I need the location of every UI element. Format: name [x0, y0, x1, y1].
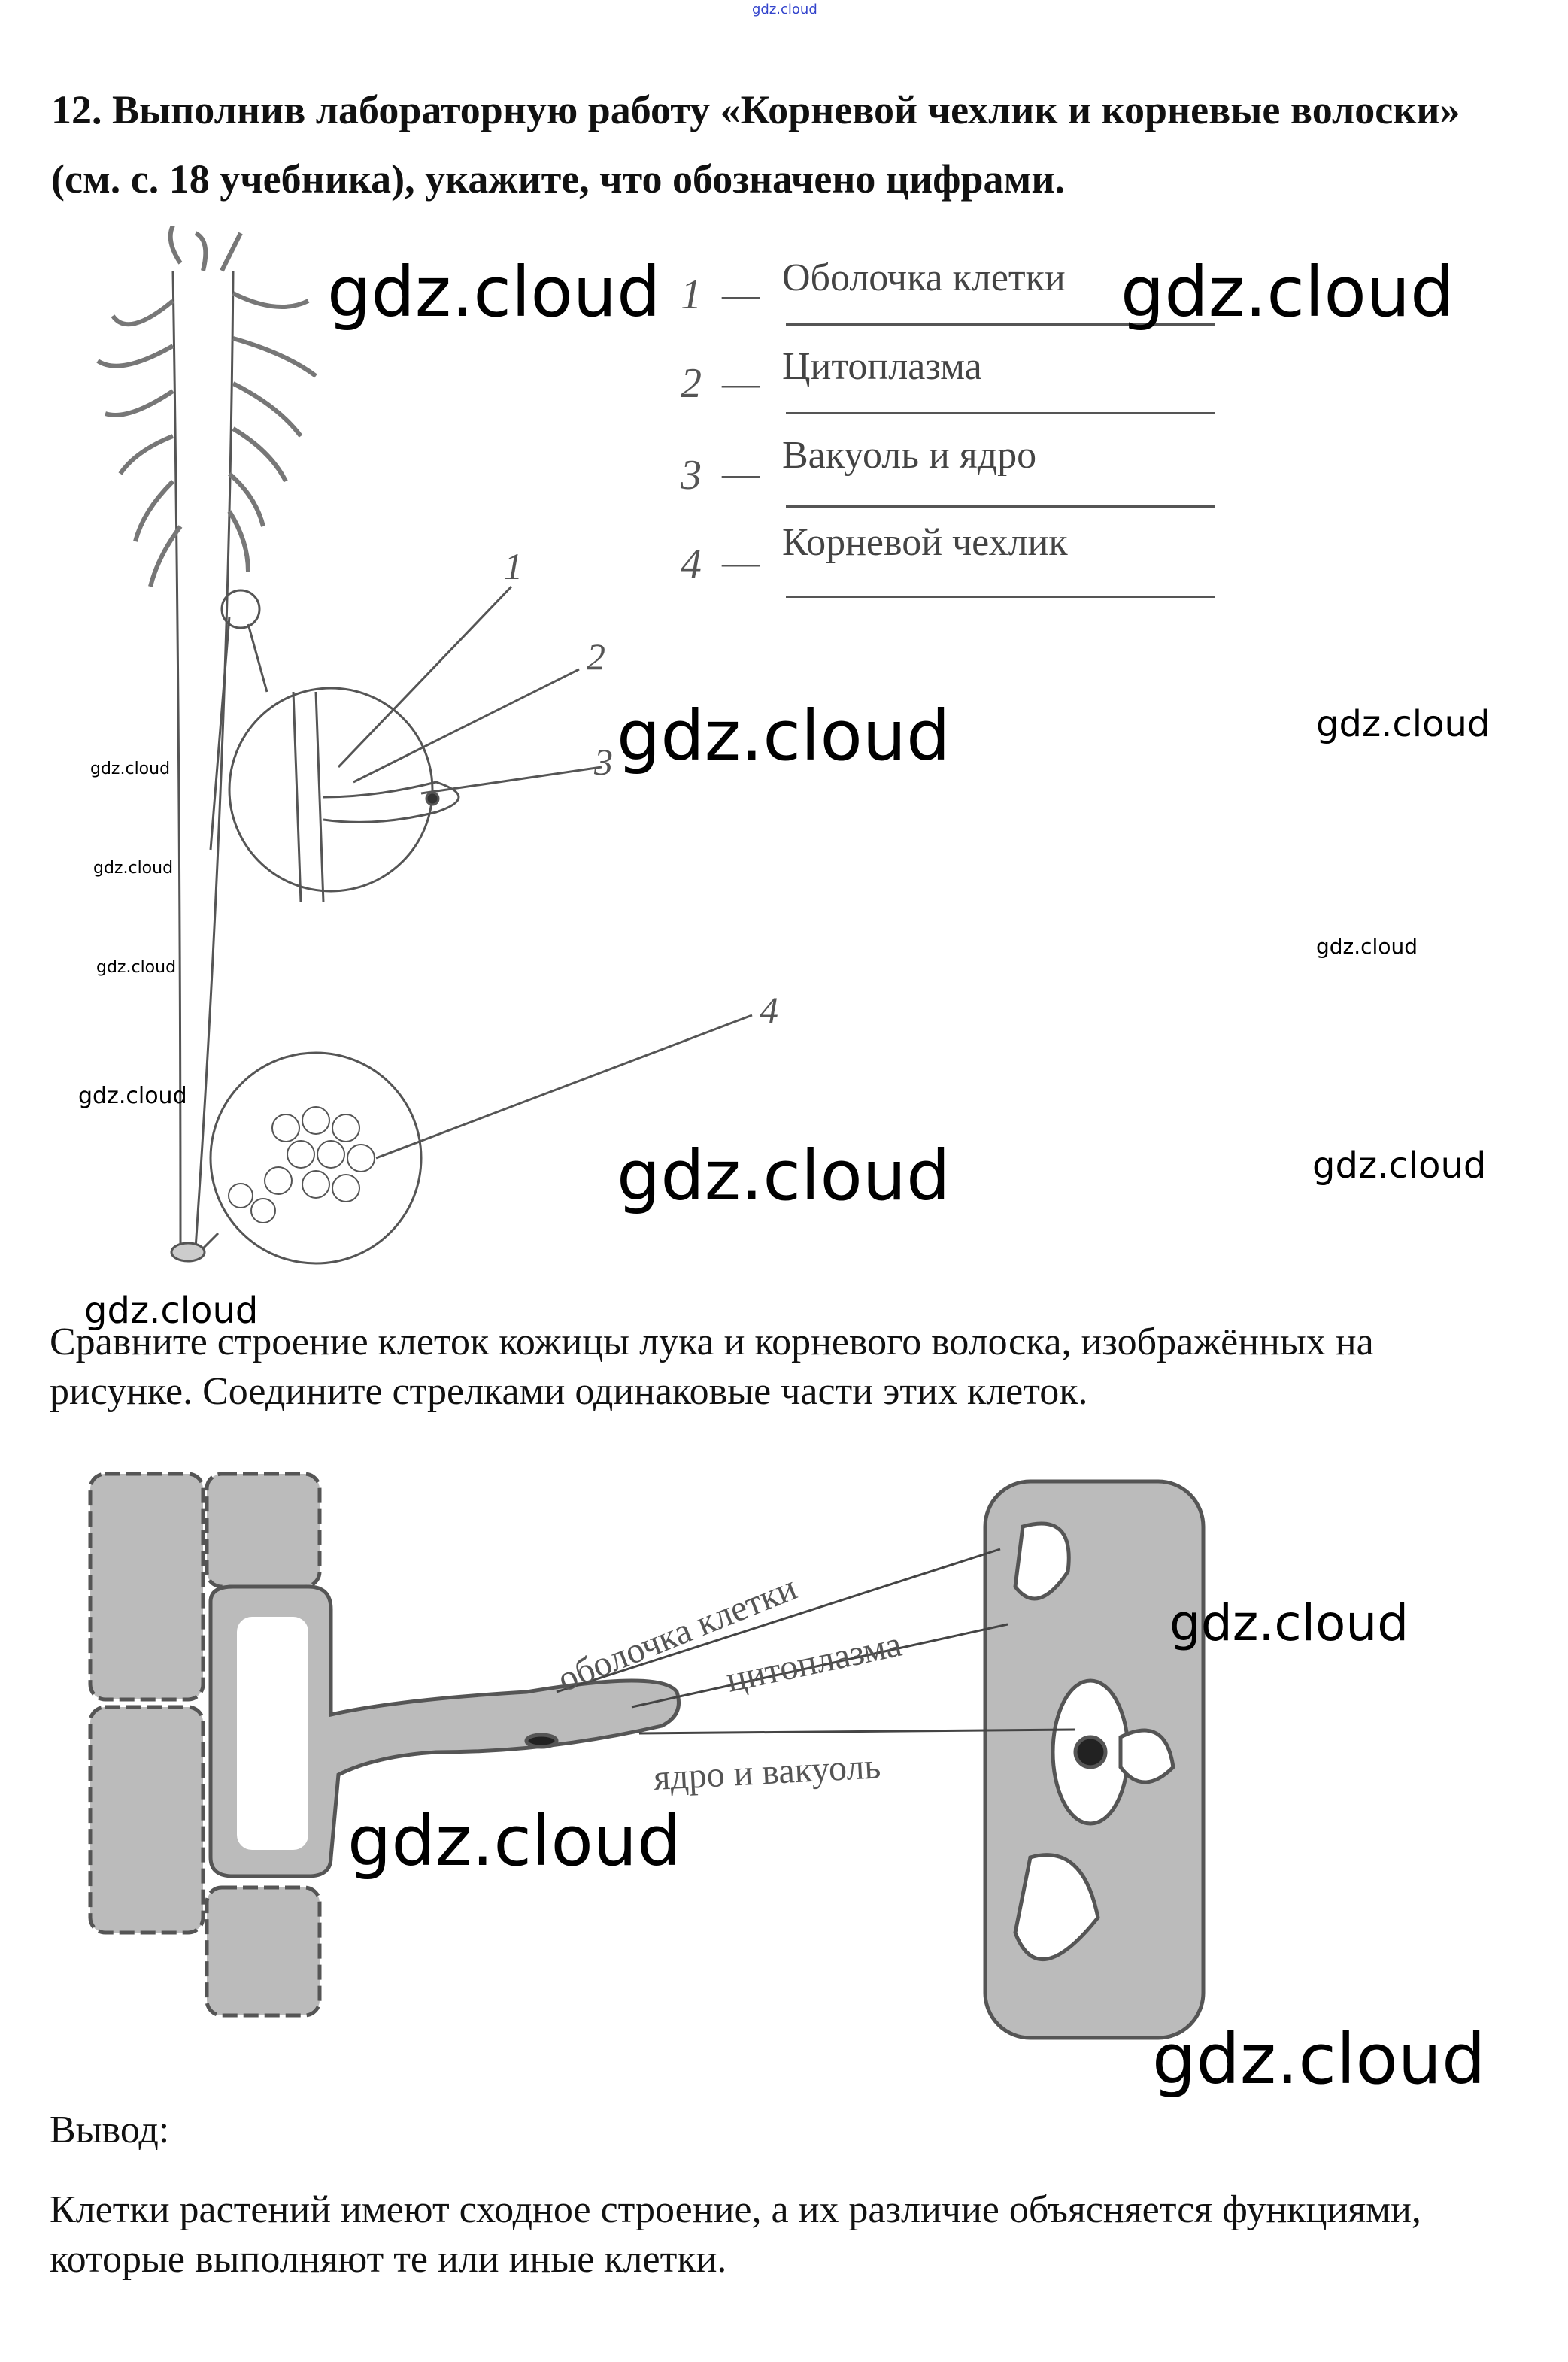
label-number: 4	[681, 541, 702, 587]
label-dash: —	[722, 541, 760, 583]
callout-1: 1	[504, 545, 523, 587]
watermark: gdz.cloud	[90, 760, 171, 778]
label-number: 3	[681, 452, 702, 499]
conclusion-text: Клетки растений имеют сходное строение, …	[50, 2188, 1421, 2281]
answer-line	[786, 323, 1215, 326]
rootcap-cells	[228, 1106, 375, 1223]
watermark: gdz.cloud	[1312, 1145, 1487, 1187]
watermark: gdz.cloud	[78, 1083, 187, 1109]
watermark: gdz.cloud	[1316, 934, 1418, 959]
watermark: gdz.cloud	[93, 859, 174, 878]
magnified-rootcap-circle	[209, 1051, 423, 1265]
task-title: 12. Выполнив лабораторную работу «Корнев…	[51, 87, 1460, 202]
answer-3[interactable]: Вакуоль и ядро	[782, 434, 1037, 477]
watermark: gdz.cloud	[327, 252, 661, 332]
callout-4: 4	[760, 989, 778, 1031]
watermark-top: gdz.cloud	[752, 2, 817, 17]
conclusion-heading: Вывод:	[50, 2109, 170, 2151]
watermark: gdz.cloud	[617, 696, 951, 776]
label-nucleus-vacuole: ядро и вакуоль	[653, 1746, 882, 1798]
label-dash: —	[722, 362, 760, 404]
answer-line	[786, 505, 1215, 508]
root-outline	[171, 270, 235, 1249]
callout-2: 2	[587, 635, 605, 678]
watermark: gdz.cloud	[1121, 252, 1454, 332]
compare-instruction: Сравните строение клеток кожицы лука и к…	[50, 1320, 1374, 1413]
watermark: gdz.cloud	[1152, 2019, 1486, 2100]
magnified-hair-circle	[228, 687, 434, 893]
root-hair-cell	[208, 1584, 681, 1878]
watermark: gdz.cloud	[1316, 703, 1491, 745]
label-dash: —	[722, 452, 760, 494]
watermark: gdz.cloud	[1169, 1594, 1409, 1652]
answer-2[interactable]: Цитоплазма	[782, 345, 982, 388]
root-diagram: 1 2 3 4	[96, 226, 778, 1265]
answer-4[interactable]: Корневой чехлик	[782, 521, 1068, 564]
label-number: 1	[681, 271, 702, 318]
answer-line	[786, 596, 1215, 598]
cells-comparison-diagram: оболочка клетки цитоплазма ядро и вакуол…	[88, 1472, 1206, 2040]
root-hairs	[96, 226, 317, 587]
label-dash: —	[722, 273, 760, 315]
watermark: gdz.cloud	[347, 1801, 681, 1881]
watermark: gdz.cloud	[84, 1290, 259, 1332]
watermark: gdz.cloud	[617, 1136, 951, 1216]
callout-3: 3	[593, 741, 613, 783]
watermark: gdz.cloud	[96, 958, 177, 977]
label-number: 2	[681, 360, 702, 407]
answer-line	[786, 412, 1215, 414]
answer-1[interactable]: Оболочка клетки	[782, 256, 1066, 299]
label-cytoplasm: цитоплазма	[723, 1624, 905, 1700]
